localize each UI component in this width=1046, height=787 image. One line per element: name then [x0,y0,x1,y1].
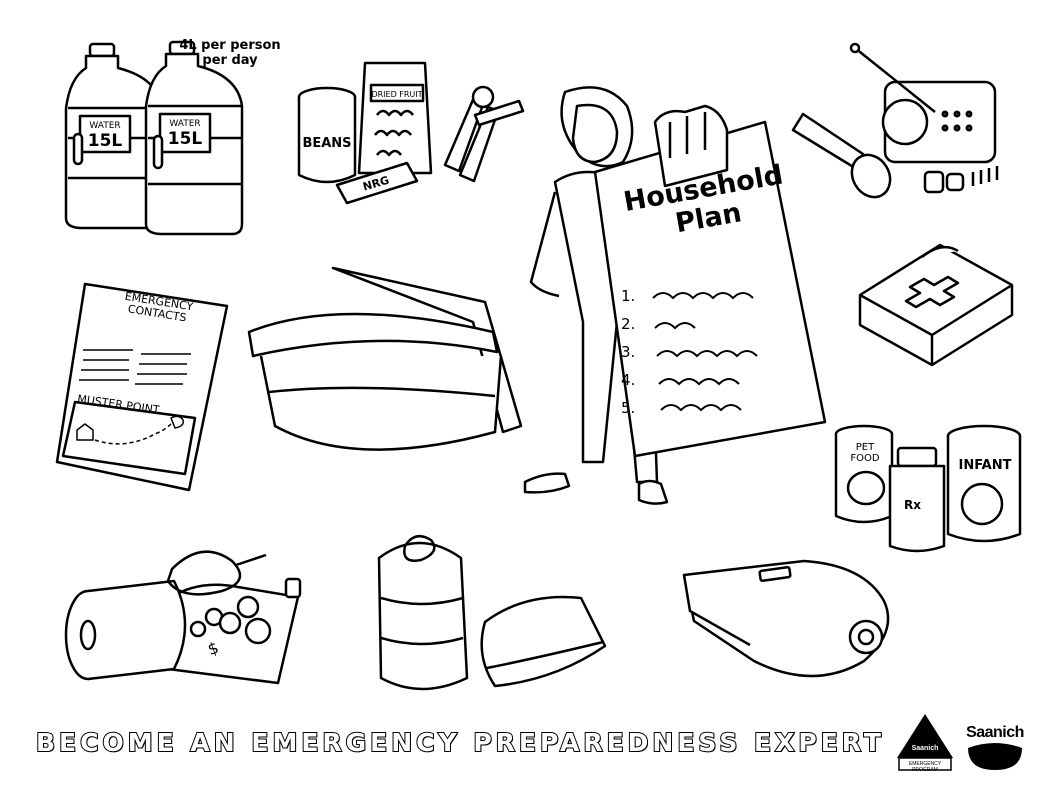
water-note-line1: 4L per person [179,38,281,53]
saanich-logo-graphic [968,743,1022,770]
water-note-line2: per day [202,53,258,68]
first-aid-drawing [858,243,1014,367]
water-volume-1: 15L [88,131,123,151]
pet-food-label: PET FOOD [838,442,892,464]
toiletries-money: $ [48,545,318,685]
emergency-program-logo: Saanich EMERGENCY PROGRAM [895,714,955,773]
special-supplies-drawing [834,424,1022,553]
special-supplies: PET FOOD Rx INFANT [832,422,1027,557]
whistle [680,555,905,685]
can-label: BEANS [302,136,351,151]
plan-item-5: 5. [621,399,636,417]
bag-label: DRIED FRUIT [371,90,422,99]
plan-item-2: 2. [621,315,636,333]
food-drawing: BEANS DRIED FRUIT NRG [297,61,525,205]
whistle-drawing [682,559,890,678]
emergency-program-logo-graphic [897,714,953,771]
storage-bin-drawing [247,266,523,451]
footer-title: BECOME AN EMERGENCY PREPAREDNESS EXPERT [35,727,916,764]
ep-logo-name: Saanich [911,745,939,752]
radio-flashlight [791,42,1015,202]
toiletries-drawing [64,550,302,685]
footer-title-text: BECOME AN EMERGENCY PREPAREDNESS EXPERT [35,727,885,758]
person-with-plan: Household Plan 1. 2. 3. 4. 5. [515,82,845,512]
first-aid-kit [852,235,1020,367]
saanich-logo-text: Saanich [966,724,1024,741]
water-volume-2: 15L [168,129,203,149]
contacts-sheet-drawing [55,282,229,492]
pet-food-line2: FOOD [850,453,880,464]
plan-list: 1. 2. 3. 4. 5. [621,282,635,422]
storage-bin [245,262,525,477]
blankets [365,518,610,691]
food-supplies: BEANS DRIED FRUIT NRG [295,55,535,225]
water-note: 4L per person per day [170,38,290,68]
water-label-1: WATER [89,121,120,131]
emergency-contacts-sheet: EMERGENCY CONTACTS MUSTER POINT [55,280,230,492]
saanich-logo: Saanich [960,720,1030,770]
plan-paper-drawing [593,104,827,458]
plan-item-4: 4. [621,371,636,389]
water-jugs-drawing: WATER 15L WATER 15L [64,40,244,236]
plan-item-3: 3. [621,343,636,361]
radio-flashlight-drawing [791,42,999,199]
plan-item-1: 1. [621,287,636,305]
blankets-drawing [377,534,607,691]
rx-label: Rx [904,498,921,512]
water-label-2: WATER [169,119,200,129]
water-jugs: WATER 15L WATER 15L 4L per person per da… [50,38,290,238]
infant-label: INFANT [958,458,1012,473]
pet-food-line1: PET [855,442,875,453]
ep-logo-sub: EMERGENCY PROGRAM [908,761,942,773]
